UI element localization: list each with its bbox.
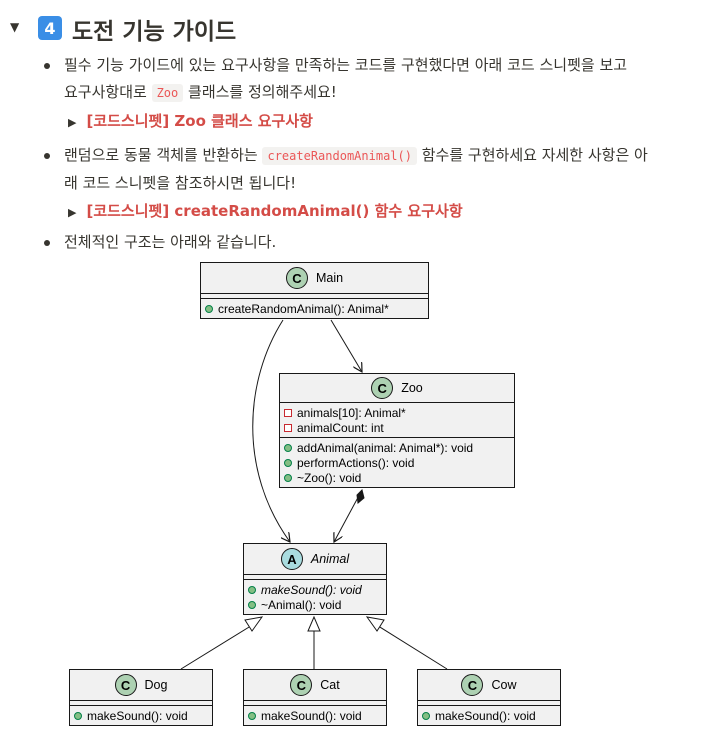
toggle-label: [코드스니펫] Zoo 클래스 요구사항 [86, 112, 313, 130]
public-visibility-icon [284, 473, 292, 482]
bullet-dot [44, 153, 50, 159]
uml-class-zoo: C Zoo animals[10]: Animal* animalCount: i… [279, 373, 515, 488]
public-visibility-icon [284, 458, 292, 467]
fields-section [244, 700, 386, 705]
class-stereotype-icon: C [371, 377, 394, 399]
public-visibility-icon [422, 711, 430, 720]
fields-section [201, 293, 428, 298]
section-number-badge: 4 [38, 16, 62, 40]
private-visibility-icon [284, 423, 292, 432]
inheritance-triangle-cat [307, 615, 321, 632]
cow-inherits-animal [374, 623, 448, 670]
inline-code-zoo: Zoo [151, 84, 184, 102]
inheritance-triangle-dog [244, 616, 264, 632]
method-row: performActions(): void [284, 455, 514, 470]
item-1-line-2: 요구사항대로 Zoo 클래스를 정의해주세요! [64, 79, 714, 107]
toggle-triangle-icon: ▶ [68, 116, 77, 129]
abstract-stereotype-icon: A [280, 548, 303, 570]
methods-section: makeSound(): void ~Animal(): void [244, 579, 386, 614]
field-row: animalCount: int [284, 420, 514, 435]
fields-section [244, 574, 386, 579]
class-stereotype-icon: C [290, 674, 313, 696]
section-title: 도전 기능 가이드 [72, 19, 237, 45]
item-1-text-before: 요구사항대로 [64, 83, 152, 101]
public-visibility-icon [248, 600, 256, 609]
class-stereotype-icon: C [285, 267, 308, 289]
bullet-dot [44, 240, 50, 246]
class-name: Dog [144, 678, 168, 692]
item-2-text-before: 랜덤으로 동물 객체를 반환하는 [64, 146, 263, 164]
field-row: animals[10]: Animal* [284, 405, 514, 420]
dog-inherits-animal [180, 623, 255, 670]
list-item: 랜덤으로 동물 객체를 반환하는 createRandomAnimal() 함수… [64, 142, 714, 197]
methods-section: makeSound(): void [70, 705, 212, 725]
method-row: makeSound(): void [248, 582, 386, 597]
toggle-triangle-icon: ▶ [68, 206, 77, 219]
list-item: 필수 기능 가이드에 있는 요구사항을 만족하는 코드를 구현했다면 아래 코드… [64, 52, 714, 107]
method-row: addAnimal(animal: Animal*): void [284, 440, 514, 455]
public-visibility-icon [74, 711, 82, 720]
item-2-text-after: 함수를 구현하세요 자세한 사항은 아 [416, 146, 648, 164]
uml-class-dog: C Dog makeSound(): void [69, 669, 213, 726]
main-to-animal-dependency [252, 319, 290, 542]
private-visibility-icon [284, 408, 292, 417]
item-3-text: 전체적인 구조는 아래와 같습니다. [64, 233, 277, 251]
toggle-zoo-requirements[interactable]: ▶ [코드스니펫] Zoo 클래스 요구사항 [68, 110, 313, 131]
method-row: makeSound(): void [74, 708, 212, 723]
method-row: makeSound(): void [248, 708, 386, 723]
fields-section: animals[10]: Animal* animalCount: int [280, 402, 514, 437]
class-name: Animal [310, 552, 350, 566]
toggle-createrandomanimal-requirements[interactable]: ▶ [코드스니펫] createRandomAnimal() 함수 요구사항 [68, 200, 463, 221]
fields-section [70, 700, 212, 705]
class-name: Zoo [401, 381, 423, 395]
item-2-line-1: 랜덤으로 동물 객체를 반환하는 createRandomAnimal() 함수… [64, 142, 714, 170]
item-1-line-1: 필수 기능 가이드에 있는 요구사항을 만족하는 코드를 구현했다면 아래 코드… [64, 56, 628, 74]
public-visibility-icon [248, 585, 256, 594]
class-name: Main [315, 271, 344, 285]
inheritance-triangle-cow [365, 616, 385, 632]
toggle-label: [코드스니펫] createRandomAnimal() 함수 요구사항 [86, 202, 463, 220]
methods-section: createRandomAnimal(): Animal* [201, 298, 428, 318]
uml-class-cat: C Cat makeSound(): void [243, 669, 387, 726]
method-row: ~Animal(): void [248, 597, 386, 612]
method-row: createRandomAnimal(): Animal* [205, 301, 428, 316]
method-row: ~Zoo(): void [284, 470, 514, 485]
section-toggle-icon[interactable]: ▼ [10, 20, 20, 34]
composition-diamond [356, 489, 365, 504]
uml-class-cow: C Cow makeSound(): void [417, 669, 561, 726]
class-stereotype-icon: C [114, 674, 137, 696]
public-visibility-icon [248, 711, 256, 720]
class-name: Cow [491, 678, 517, 692]
fields-section [418, 700, 560, 705]
uml-class-main: C Main createRandomAnimal(): Animal* [200, 262, 429, 319]
bullet-dot [44, 63, 50, 69]
public-visibility-icon [205, 304, 213, 313]
methods-section: makeSound(): void [418, 705, 560, 725]
methods-section: makeSound(): void [244, 705, 386, 725]
class-stereotype-icon: C [461, 674, 484, 696]
class-name: Cat [320, 678, 340, 692]
public-visibility-icon [284, 443, 292, 452]
item-1-text-after: 클래스를 정의해주세요! [183, 83, 337, 101]
methods-section: addAnimal(animal: Animal*): void perform… [280, 437, 514, 487]
item-2-line-2: 래 코드 스니펫을 참조하시면 됩니다! [64, 174, 297, 192]
inline-code-createrandomanimal: createRandomAnimal() [262, 147, 417, 165]
uml-class-animal: A Animal makeSound(): void ~Animal(): voi… [243, 543, 387, 615]
main-to-zoo-dependency [330, 319, 362, 372]
method-row: makeSound(): void [422, 708, 560, 723]
